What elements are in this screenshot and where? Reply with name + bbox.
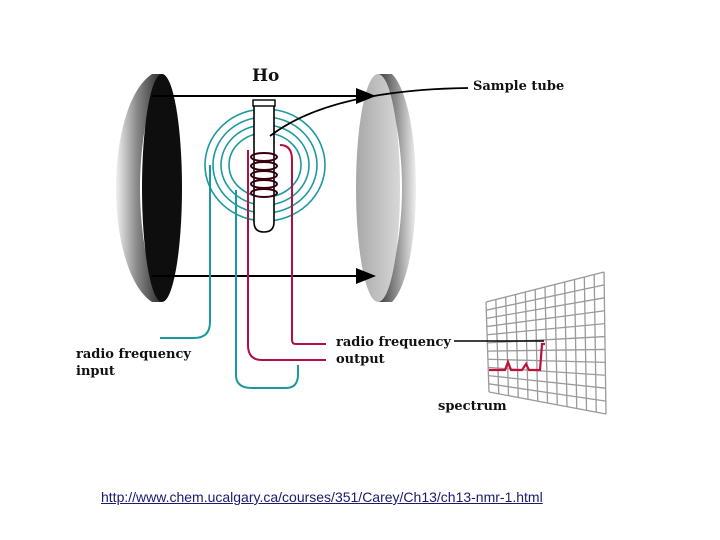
grid-line xyxy=(505,296,510,396)
sample-tube-label: Sample tube xyxy=(473,79,565,94)
rf-output-coil xyxy=(250,152,278,198)
grid-line xyxy=(583,276,588,411)
spectrum-grid xyxy=(485,271,607,415)
grid-line xyxy=(485,271,605,303)
rf-output-label-line1: radio frequency xyxy=(336,335,451,350)
source-link[interactable]: http://www.chem.ucalgary.ca/courses/351/… xyxy=(101,489,543,505)
grid-line xyxy=(486,310,605,328)
sample-tube xyxy=(252,99,276,233)
field-label: Ho xyxy=(252,66,280,86)
grid-line xyxy=(487,358,606,364)
rf-output-label: radio frequency output xyxy=(336,334,451,368)
grid-line xyxy=(488,366,606,376)
grid-line xyxy=(534,289,539,402)
grid-line xyxy=(554,284,558,405)
grid-line xyxy=(544,286,549,404)
grid-line xyxy=(487,335,605,344)
grid-line xyxy=(488,374,606,389)
grid-line xyxy=(495,299,500,394)
grid-line xyxy=(486,284,605,311)
grid-line xyxy=(488,383,606,402)
sample-tube-pointer xyxy=(269,87,469,137)
grid-line xyxy=(603,271,607,415)
grid-line xyxy=(573,279,578,409)
rf-input-wires xyxy=(160,165,299,389)
grid-line xyxy=(564,281,568,407)
spectrum-label: spectrum xyxy=(438,399,507,414)
rf-output-wires xyxy=(247,144,326,361)
spectrum-trace xyxy=(489,342,545,372)
grid-line xyxy=(593,274,597,413)
grid-line xyxy=(488,391,607,415)
grid-line xyxy=(485,301,490,393)
rf-input-label-line2: input xyxy=(76,364,115,379)
grid-line xyxy=(487,322,605,336)
grid-line xyxy=(487,348,606,352)
rf-output-label-line2: output xyxy=(336,352,385,367)
rf-input-label-line1: radio frequency xyxy=(76,347,191,362)
rf-input-label: radio frequency input xyxy=(76,346,191,380)
grid-line xyxy=(514,294,519,398)
right-magnet-pole xyxy=(356,74,416,302)
grid-line xyxy=(524,291,529,400)
grid-line xyxy=(486,297,605,320)
left-magnet-pole xyxy=(116,74,182,302)
